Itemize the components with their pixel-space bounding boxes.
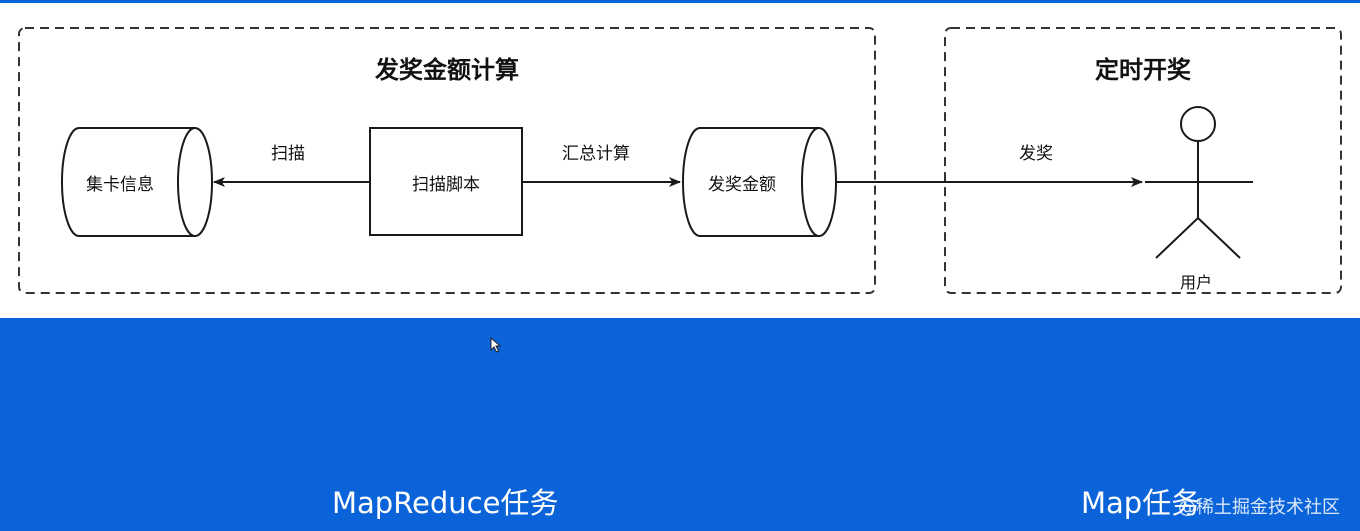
card-info-cylinder bbox=[61, 127, 213, 237]
mapreduce-task-label: MapReduce任务 bbox=[332, 486, 559, 520]
scan-edge-label: 扫描 bbox=[271, 144, 305, 164]
group-box-award-calc bbox=[18, 27, 876, 294]
diagram-area bbox=[0, 3, 1360, 318]
award-amount-cylinder bbox=[682, 127, 837, 237]
user-label: 用户 bbox=[1180, 273, 1212, 292]
award-amount-label: 发奖金额 bbox=[708, 175, 776, 195]
award-edge-label: 发奖 bbox=[1019, 144, 1053, 164]
map-task-label: Map任务 bbox=[1081, 486, 1201, 520]
top-strip bbox=[0, 0, 1360, 3]
group-title-award-calc: 发奖金额计算 bbox=[374, 56, 519, 84]
group-box-scheduled-draw bbox=[944, 27, 1342, 294]
group-title-scheduled-draw: 定时开奖 bbox=[1095, 56, 1192, 84]
scan-script-label: 扫描脚本 bbox=[412, 175, 480, 195]
scan-script-box bbox=[369, 127, 523, 236]
watermark-text: @稀土掘金技术社区 bbox=[1178, 497, 1340, 518]
sum-calc-edge-label: 汇总计算 bbox=[562, 144, 630, 164]
user-actor-icon bbox=[1145, 106, 1253, 259]
mouse-cursor-icon bbox=[490, 336, 502, 357]
bottom-panel: MapReduce任务 Map任务 @稀土掘金技术社区 bbox=[0, 318, 1360, 531]
card-info-label: 集卡信息 bbox=[86, 175, 154, 195]
